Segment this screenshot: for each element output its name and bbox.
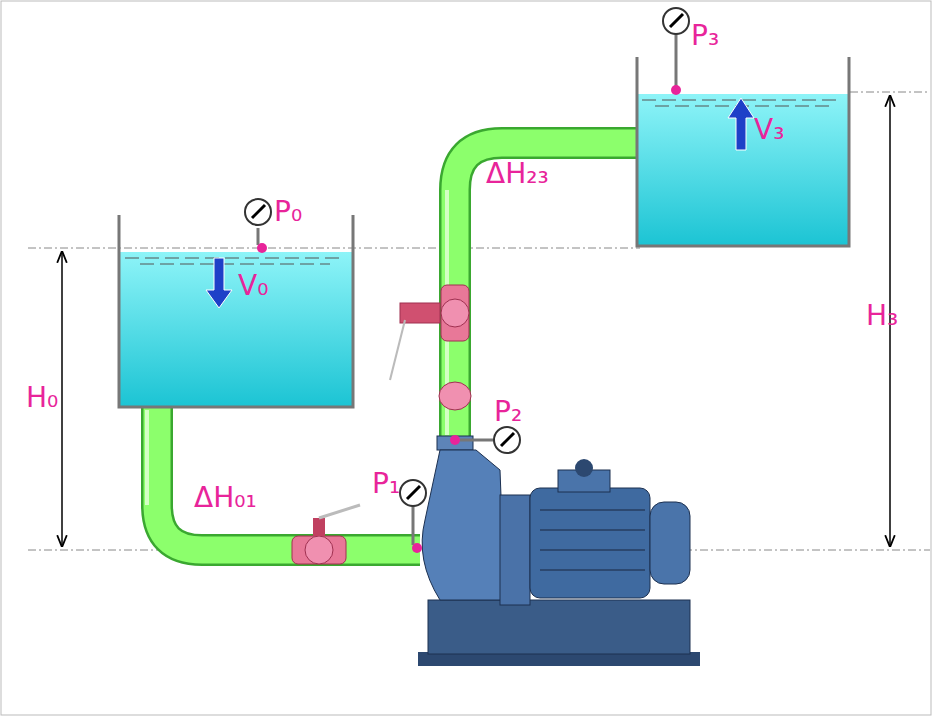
pressure-gauge bbox=[245, 199, 271, 225]
pressure-label: P₂ bbox=[494, 398, 522, 426]
pressure-gauge bbox=[460, 439, 495, 442]
reference-lines bbox=[850, 92, 930, 93]
pressure-gauge bbox=[257, 228, 260, 245]
pressure-gauge bbox=[245, 8, 689, 553]
velocity-label: V₃ bbox=[754, 116, 784, 144]
pressure-gauge bbox=[501, 433, 514, 446]
pressure-gauge bbox=[257, 243, 267, 253]
pressure-gauge bbox=[494, 427, 520, 453]
pump bbox=[428, 600, 690, 654]
suction-pipe bbox=[157, 405, 420, 550]
gate-valve bbox=[390, 285, 469, 380]
head-loss-label: ΔH₂₃ bbox=[486, 160, 549, 188]
pump bbox=[437, 436, 473, 450]
left-tank bbox=[119, 215, 353, 407]
pump bbox=[650, 502, 690, 584]
pressure-gauge bbox=[400, 480, 426, 553]
left-tank bbox=[119, 215, 353, 407]
right-tank bbox=[637, 57, 849, 246]
pump bbox=[540, 549, 645, 551]
pressure-gauge bbox=[245, 199, 271, 253]
pressure-gauge bbox=[407, 486, 420, 499]
ball-valve bbox=[305, 536, 333, 564]
height-label: H₀ bbox=[26, 384, 58, 412]
check-valve bbox=[439, 382, 471, 410]
right-tank bbox=[638, 94, 848, 245]
pressure-gauge bbox=[252, 205, 265, 218]
flow-arrow bbox=[728, 98, 754, 150]
pressure-label: P₀ bbox=[274, 198, 302, 226]
gate-valve bbox=[390, 320, 405, 380]
left-tank bbox=[125, 258, 345, 264]
pressure-gauge bbox=[412, 505, 415, 545]
pressure-gauge bbox=[400, 480, 426, 506]
pump bbox=[575, 459, 593, 477]
pressure-label: P₃ bbox=[691, 22, 719, 50]
ball-valve bbox=[319, 505, 360, 518]
gate-valve bbox=[441, 299, 469, 327]
head-loss-label: ΔH₀₁ bbox=[194, 484, 257, 512]
pressure-gauge bbox=[671, 85, 681, 95]
pump bbox=[418, 436, 700, 666]
pressure-gauge bbox=[675, 34, 678, 90]
left-tank bbox=[125, 258, 345, 259]
ball-valve bbox=[292, 505, 360, 564]
suction-pipe bbox=[147, 405, 420, 550]
pressure-gauge bbox=[412, 543, 422, 553]
pressure-label: P₁ bbox=[372, 470, 400, 498]
pressure-gauge bbox=[663, 8, 689, 95]
suction-pipe bbox=[145, 410, 149, 505]
left-tank bbox=[140, 264, 330, 265]
pressure-gauge bbox=[670, 14, 683, 27]
left-tank bbox=[120, 252, 352, 406]
check-valve bbox=[439, 382, 471, 410]
pressure-gauge bbox=[450, 435, 460, 445]
flow-arrow bbox=[206, 258, 232, 308]
pressure-gauge bbox=[663, 8, 689, 34]
gate-valve bbox=[400, 303, 440, 323]
flow-arrow bbox=[206, 98, 754, 308]
suction-pipe bbox=[157, 405, 420, 550]
velocity-label: V₀ bbox=[238, 272, 268, 300]
ball-valve bbox=[292, 536, 346, 564]
gate-valve bbox=[441, 285, 469, 341]
pump bbox=[540, 509, 645, 511]
height-arrow bbox=[61, 252, 63, 546]
height-label: H₃ bbox=[866, 302, 898, 330]
pump bbox=[540, 569, 645, 571]
pump bbox=[500, 495, 530, 605]
pump bbox=[422, 450, 505, 600]
pressure-gauge bbox=[450, 427, 520, 453]
ball-valve bbox=[313, 518, 325, 536]
pump bbox=[530, 488, 650, 598]
pump bbox=[540, 529, 645, 531]
right-tank bbox=[637, 57, 849, 246]
pump bbox=[540, 510, 645, 570]
